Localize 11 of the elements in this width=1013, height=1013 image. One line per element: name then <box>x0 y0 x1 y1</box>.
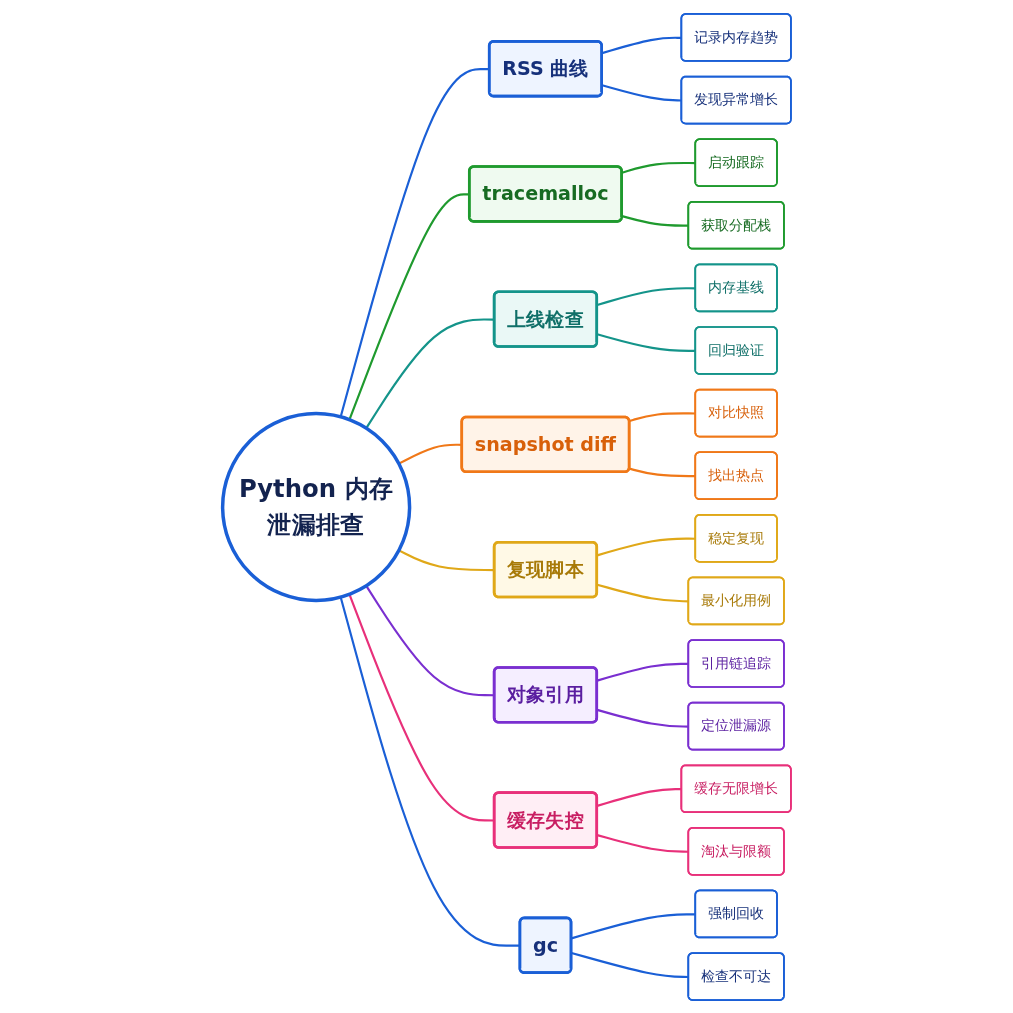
connector <box>596 662 689 682</box>
connector <box>348 192 470 420</box>
connector <box>596 583 689 602</box>
connector <box>601 36 682 54</box>
connector <box>596 787 682 807</box>
connector <box>570 951 689 978</box>
connector <box>621 214 689 227</box>
connector <box>601 83 682 102</box>
node-circle: Python 内存泄漏排查 <box>220 411 412 602</box>
connector <box>596 708 689 728</box>
connector <box>596 833 689 853</box>
